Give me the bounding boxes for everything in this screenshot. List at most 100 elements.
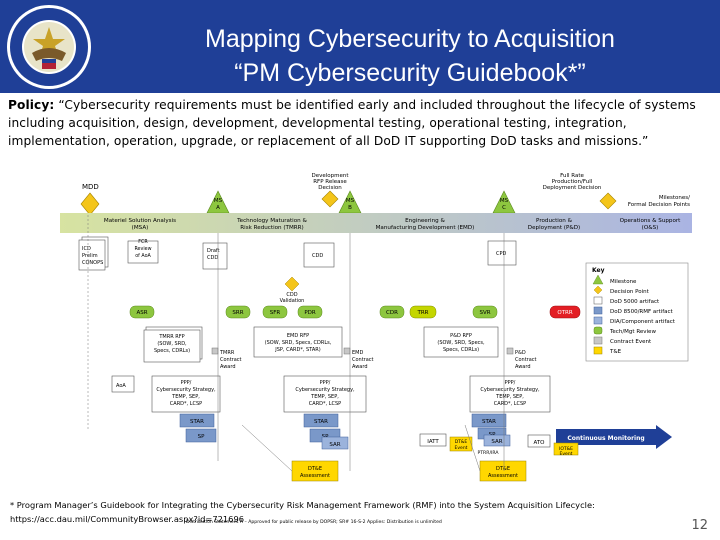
phase-pd-label-2: Deployment (P&D) <box>528 225 580 231</box>
emd-award-label-3: Award <box>352 364 368 370</box>
pd-rfp-label-3: Specs, CDRLs) <box>443 347 479 353</box>
legend-item-rmf: DoD 8500/RMF artifact <box>610 309 674 315</box>
footnote: * Program Manager’s Guidebook for Integr… <box>10 498 710 526</box>
phase-msa-label-1: Materiel Solution Analysis <box>104 218 176 224</box>
ppp-emd-line-4: CARD*, LCSP <box>309 401 341 407</box>
policy-label: Policy: <box>8 98 55 112</box>
iatt-event: IATT <box>419 433 447 447</box>
draft-cdd-label: CDD <box>207 255 218 261</box>
frp-label-2: Production/Full <box>552 179 593 185</box>
legend-milestone-icon <box>592 274 604 285</box>
legend-key: Key Milestone Decision Point DoD 5000 ar… <box>585 262 689 362</box>
draft-cdd-artifact: Draft CDD <box>202 242 228 270</box>
of-aoa-label: of AoA <box>135 253 151 259</box>
legend-review-icon <box>593 326 603 335</box>
pd-rfp: P&D RFP (SOW, SRD, Specs, Specs, CDRLs) <box>423 326 499 358</box>
pd-award-icon <box>506 347 514 355</box>
phase-msa-label-2: (MSA) <box>132 225 149 231</box>
icd-label: ICD <box>82 246 91 252</box>
cpd-label: CPD <box>496 251 507 257</box>
legend-item-review: Tech/Mgt Review <box>609 329 656 335</box>
dte-assess-1-label-2: Assessment <box>300 473 330 479</box>
emd-rfp-label-2: (SOW, SRD, Specs, CDRLs, <box>265 340 332 346</box>
legend-te-icon <box>593 346 603 355</box>
sp-label-tmrr: SP <box>198 434 205 440</box>
iote-label-2: Event <box>560 451 573 457</box>
ms-a-label-2: A <box>216 205 220 211</box>
emd-contract-award: EMD Contract Award <box>343 347 374 370</box>
legend-dod5000-icon <box>593 296 603 305</box>
pd-contract-award: P&D Contract Award <box>506 347 537 370</box>
phase-os-label-2: (O&S) <box>642 225 659 231</box>
milestone-a: MS A <box>206 190 230 214</box>
ppp-emd-line-3: TEMP, SEP, <box>310 394 339 400</box>
legend-item-dod5000: DoD 5000 artifact <box>610 299 660 305</box>
dev-rfp-label-2: RFP Release <box>313 179 347 185</box>
svr-shape <box>472 305 498 319</box>
title-line-1: Mapping Cybersecurity to Acquisition <box>205 25 615 53</box>
phase-emd-label-1: Engineering & <box>405 218 445 224</box>
otrr-shape <box>549 305 581 319</box>
legend-item-milestone: Milestone <box>610 279 637 285</box>
iote-event: IOT&E Event <box>553 442 579 457</box>
conops-label: CONOPS <box>82 260 103 266</box>
fcr-label: FCR <box>138 239 148 245</box>
pdr-shape <box>297 305 323 319</box>
tmrr-contract-award: TMRR Contract Award <box>211 347 242 370</box>
pd-award-label-1: P&D <box>515 350 526 356</box>
sar-label-pd: SAR <box>491 439 502 445</box>
footnote-link[interactable]: https://acc.dau.mil/CommunityBrowser.asp… <box>10 514 245 524</box>
trr-shape <box>409 305 437 319</box>
dev-rfp-label-3: Decision <box>318 185 342 191</box>
asr-label: ASR <box>136 310 147 316</box>
legend-item-te: T&E <box>609 349 622 355</box>
tmrr-rfp-label-3: Specs, CDRLs) <box>154 348 190 354</box>
page-title: Mapping Cybersecurity to Acquisition “PM… <box>110 22 710 90</box>
dte-event-label-2: Event <box>455 445 468 451</box>
prelim-label: Prelim <box>82 253 98 259</box>
policy-paragraph: Policy: “Cybersecurity requirements must… <box>8 96 714 150</box>
legend-box <box>585 262 689 362</box>
ppp-pd-line-4: CARD*, LCSP <box>494 401 526 407</box>
star-box-emd <box>303 413 339 428</box>
star-box-tmrr <box>179 413 215 428</box>
continuous-monitoring-label: Continuous Monitoring <box>567 435 644 442</box>
legend-dia-icon <box>593 316 603 325</box>
ppp-pd-line-1: PPP/ <box>505 380 516 386</box>
cdd-label: CDD <box>312 253 323 259</box>
continuous-monitoring-arrow-icon <box>656 425 672 449</box>
pd-rfp-label-2: (SOW, SRD, Specs, <box>437 340 485 346</box>
legend-item-decision: Decision Point <box>610 289 650 295</box>
emd-rfp: EMD RFP (SOW, SRD, Specs, CDRLs, JSP, CA… <box>253 326 343 358</box>
cpd-artifact: CPD <box>487 240 517 266</box>
frp-diamond-icon <box>599 192 617 210</box>
cdr-shape <box>379 305 405 319</box>
pd-award-label-3: Award <box>515 364 531 370</box>
trr-label: TRR <box>416 310 428 316</box>
phase-emd-label-2: Manufacturing Development (EMD) <box>376 225 475 231</box>
phase-bar <box>60 213 692 233</box>
otrr-label: OTRR <box>557 310 573 316</box>
dod-seal-icon <box>7 5 91 89</box>
ppp-pd-line-3: TEMP, SEP, <box>495 394 524 400</box>
star-label-emd: STAR <box>314 419 328 425</box>
cdr-label: CDR <box>386 310 398 316</box>
iatt-label: IATT <box>427 439 439 445</box>
mdd-label: MDD <box>82 183 99 191</box>
continuous-monitoring: Continuous Monitoring <box>556 425 672 449</box>
dev-rfp-diamond-icon <box>321 190 339 208</box>
title-banner: Mapping Cybersecurity to Acquisition “PM… <box>0 0 720 93</box>
tmrr-award-label-2: Contract <box>220 357 242 363</box>
legend-item-dia: DIA/Component artifact <box>610 319 676 325</box>
cdd-validation-diamond-icon <box>284 276 300 292</box>
sfr-shape <box>262 305 288 319</box>
phase-tmrr-label-2: Risk Reduction (TMRR) <box>240 225 304 231</box>
emd-rfp-label-1: EMD RFP <box>287 333 309 339</box>
ptrr-label: PTRR/IRA <box>477 450 499 456</box>
svr-label: SVR <box>479 310 490 316</box>
ato-event: ATO <box>527 434 551 448</box>
draft-label: Draft <box>207 248 220 254</box>
acquisition-lifecycle-diagram: MDD MS A Development RFP Release Decisio… <box>60 173 692 482</box>
dte-assessment-emd: DT&E Assessment <box>479 460 527 482</box>
frp-decision: Full Rate Production/Full Deployment Dec… <box>543 173 617 210</box>
